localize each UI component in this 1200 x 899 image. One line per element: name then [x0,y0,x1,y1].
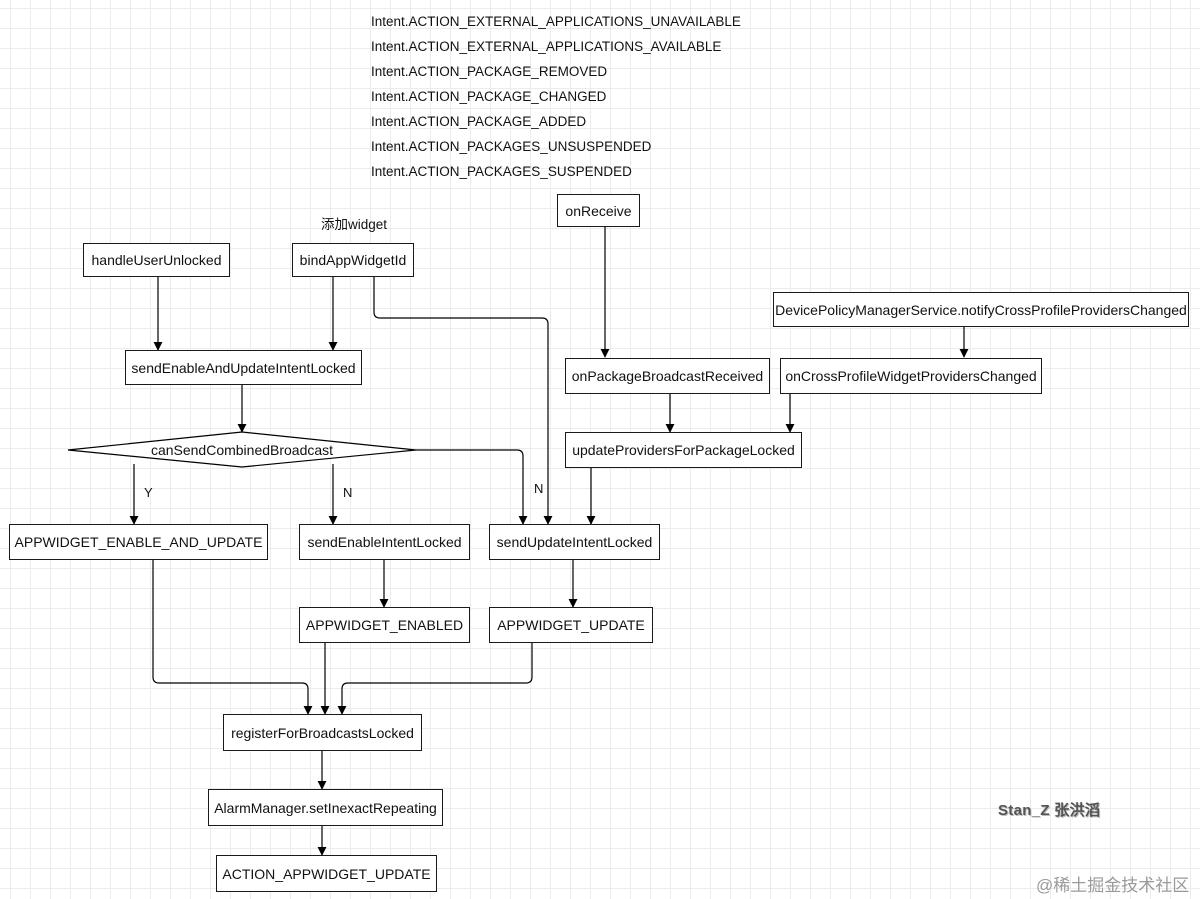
add-widget-annotation: 添加widget [321,217,388,232]
edge-enable-and-update-to-register [152,559,313,715]
intent-item: Intent.ACTION_PACKAGES_SUSPENDED [371,164,632,179]
decision-diamond [67,431,417,468]
intent-item: Intent.ACTION_EXTERNAL_APPLICATIONS_AVAI… [371,39,722,54]
node-handle-user-unlocked: handleUserUnlocked [83,243,230,277]
node-dpms-notify: DevicePolicyManagerService.notifyCrossPr… [773,292,1189,327]
node-appwidget-update: APPWIDGET_UPDATE [489,607,653,643]
node-send-update-intent: sendUpdateIntentLocked [489,524,660,560]
intent-item: Intent.ACTION_PACKAGE_ADDED [371,114,587,129]
node-bind-app-widget-id: bindAppWidgetId [292,243,414,277]
node-register-broadcasts: registerForBroadcastsLocked [223,714,422,751]
edge-update-to-register [337,642,533,715]
node-action-appwidget-update: ACTION_APPWIDGET_UPDATE [216,855,437,892]
node-send-enable-and-update: sendEnableAndUpdateIntentLocked [125,350,362,385]
node-on-package-broadcast: onPackageBroadcastReceived [565,358,770,394]
node-appwidget-enable-and-update: APPWIDGET_ENABLE_AND_UPDATE [9,524,268,560]
intent-item: Intent.ACTION_PACKAGE_CHANGED [371,89,607,104]
edge-bind-to-send-update [373,276,553,525]
edge-label-yes: Y [144,485,153,500]
node-can-send-combined: canSendCombinedBroadcast [150,442,334,458]
author-watermark: Stan_Z 张洪滔 [998,802,1101,819]
edge-label-no-left: N [343,485,353,500]
intent-item: Intent.ACTION_PACKAGES_UNSUSPENDED [371,139,652,154]
node-appwidget-enabled: APPWIDGET_ENABLED [299,607,470,643]
node-alarm-manager: AlarmManager.setInexactRepeating [208,789,443,826]
edge-label-no-right: N [534,481,544,496]
site-watermark: @稀土掘金技术社区 [1036,876,1190,895]
node-on-receive: onReceive [557,194,640,227]
intent-item: Intent.ACTION_PACKAGE_REMOVED [371,64,608,79]
node-send-enable-intent: sendEnableIntentLocked [299,524,470,560]
intent-item: Intent.ACTION_EXTERNAL_APPLICATIONS_UNAV… [371,14,741,29]
node-on-cross-profile: onCrossProfileWidgetProvidersChanged [780,358,1042,394]
edge-can-send-no-right [416,449,528,525]
node-update-providers: updateProvidersForPackageLocked [565,432,802,468]
